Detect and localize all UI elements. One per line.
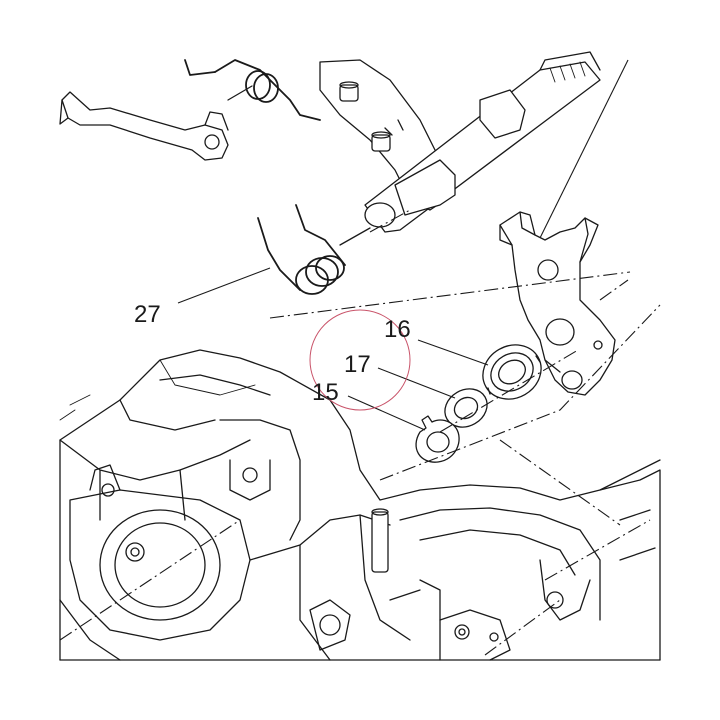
shift-lever-arm bbox=[59, 91, 229, 161]
leader-16 bbox=[417, 339, 489, 366]
leader-arm bbox=[539, 59, 629, 239]
leader-17 bbox=[377, 367, 456, 399]
upper-spring bbox=[184, 59, 321, 121]
callout-17: 17 bbox=[344, 351, 371, 378]
leader-27 bbox=[177, 267, 271, 304]
return-spring-27 bbox=[257, 204, 371, 295]
assembly-axis-lines bbox=[59, 209, 661, 656]
crankcase-housing bbox=[59, 349, 661, 661]
shift-shaft bbox=[364, 51, 601, 233]
leader-15 bbox=[347, 395, 426, 431]
callout-16: 16 bbox=[384, 316, 411, 343]
highlight-circle bbox=[309, 309, 411, 411]
leader-lines bbox=[177, 59, 629, 431]
washer-17 bbox=[444, 388, 488, 428]
selector-arm-plate bbox=[499, 211, 616, 396]
callout-27: 27 bbox=[134, 301, 161, 328]
callout-15: 15 bbox=[312, 379, 339, 406]
oil-seal-16 bbox=[482, 344, 542, 400]
